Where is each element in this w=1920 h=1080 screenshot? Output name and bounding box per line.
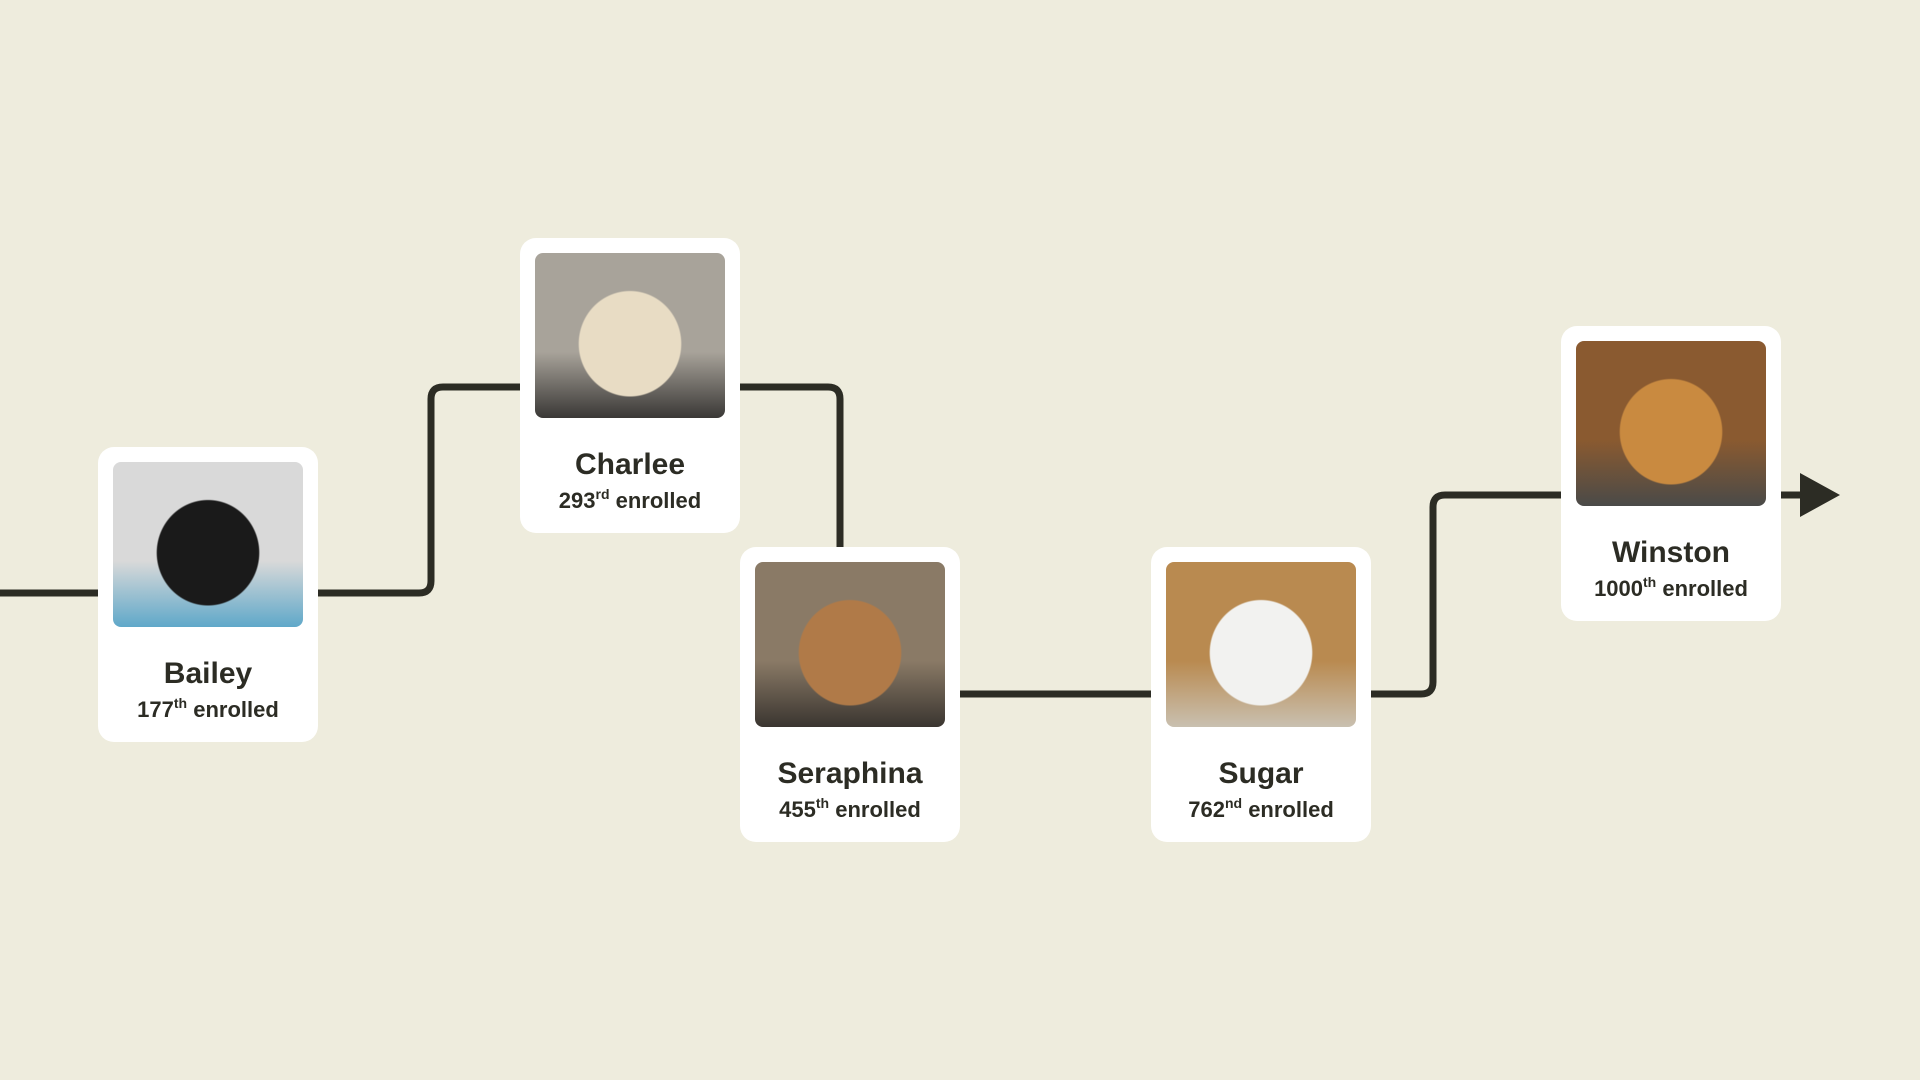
- enrolled-label: enrolled: [835, 797, 921, 822]
- rank-suffix: th: [173, 695, 188, 711]
- dog-card-sugar: Sugar 762nd enrolled: [1151, 547, 1371, 842]
- rank-number: 293: [558, 488, 596, 513]
- dog-photo: [1576, 341, 1766, 506]
- enrollment-rank: 455th enrolled: [740, 795, 960, 823]
- enrolled-label: enrolled: [193, 697, 279, 722]
- rank-suffix: rd: [595, 486, 610, 502]
- arrow-right-icon: [1800, 473, 1840, 517]
- dog-photo: [535, 253, 725, 418]
- rank-number: 1000: [1594, 576, 1644, 601]
- dog-name: Seraphina: [777, 757, 923, 790]
- dog-name: Charlee: [574, 448, 686, 481]
- dog-card-seraphina: Seraphina 455th enrolled: [740, 547, 960, 842]
- dog-name: Winston: [1611, 536, 1731, 569]
- enrolled-label: enrolled: [615, 488, 702, 513]
- enrollment-rank: 1000th enrolled: [1561, 574, 1781, 602]
- enrollment-rank: 293rd enrolled: [520, 486, 740, 514]
- rank-number: 455: [779, 797, 816, 822]
- enrolled-label: enrolled: [1248, 797, 1334, 822]
- rank-suffix: th: [1643, 574, 1657, 590]
- rank-suffix: nd: [1224, 795, 1243, 811]
- enrolled-label: enrolled: [1662, 576, 1748, 601]
- dog-card-bailey: Bailey 177th enrolled: [98, 447, 318, 742]
- rank-number: 177: [137, 697, 174, 722]
- dog-photo: [1166, 562, 1356, 727]
- dog-photo: [113, 462, 303, 627]
- dog-name: Sugar: [1218, 757, 1304, 790]
- dog-card-charlee: Charlee 293rd enrolled: [520, 238, 740, 533]
- timeline-line: [0, 383, 1805, 698]
- rank-number: 762: [1188, 797, 1225, 822]
- enrollment-rank: 762nd enrolled: [1151, 795, 1371, 823]
- dog-photo: [755, 562, 945, 727]
- enrollment-rank: 177th enrolled: [98, 695, 318, 723]
- dog-name: Bailey: [163, 657, 253, 690]
- dog-card-winston: Winston 1000th enrolled: [1561, 326, 1781, 621]
- rank-suffix: th: [815, 795, 830, 811]
